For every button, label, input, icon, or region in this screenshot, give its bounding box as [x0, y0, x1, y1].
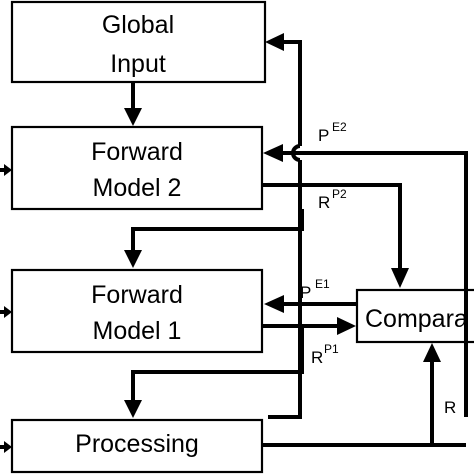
- processing-box: Processing: [10, 418, 264, 474]
- left-input-fm1: [0, 306, 12, 318]
- arrow-right-to-fm2: [263, 144, 468, 417]
- global-input-box: Global Input: [10, 0, 267, 84]
- signal-label-rp1: R P1: [311, 342, 339, 367]
- signal-r-base: R: [444, 398, 456, 417]
- signal-label-r: R: [444, 398, 456, 417]
- signal-rp2-base: R: [318, 193, 330, 212]
- arrow-rp2-to-comparator: [262, 183, 409, 288]
- signal-pe2-sup: E2: [332, 120, 347, 134]
- signal-label-pe2: P E2: [318, 120, 347, 145]
- forward-model-2-label-line2: Model 2: [93, 174, 182, 202]
- global-input-label-line2: Input: [110, 50, 166, 78]
- signal-rp2-sup: P2: [332, 187, 347, 201]
- signal-pe1-base: P: [300, 283, 311, 302]
- arrow-r-to-comparator: [262, 343, 466, 447]
- signal-pe1-sup: E1: [315, 277, 330, 291]
- signal-pe2-base: P: [318, 126, 329, 145]
- comparator-box: Compara: [355, 288, 474, 344]
- processing-label: Processing: [75, 430, 199, 458]
- signal-label-pe1: P E1: [300, 277, 330, 302]
- forward-model-2-label-line1: Forward: [91, 138, 183, 166]
- forward-model-1-box: Forward Model 1: [10, 268, 264, 354]
- left-input-fm2: [0, 164, 12, 176]
- signal-label-rp2: R P2: [318, 187, 347, 212]
- arrow-rp1-to-comparator: [262, 317, 356, 335]
- comparator-label: Compara: [365, 305, 468, 333]
- forward-model-1-label-line1: Forward: [91, 281, 183, 309]
- arrow-fm1-to-processing: [124, 326, 304, 418]
- arrow-pe1-to-fm1: [264, 295, 357, 313]
- forward-model-1-label-line2: Model 1: [93, 317, 182, 345]
- signal-rp1-base: R: [311, 348, 323, 367]
- arrow-pe2-to-global-input: [265, 33, 302, 419]
- global-input-label-line1: Global: [102, 11, 174, 39]
- arrow-global-to-fm2: [124, 82, 142, 126]
- left-input-processing: [0, 441, 12, 453]
- forward-model-2-box: Forward Model 2: [10, 125, 264, 211]
- signal-rp1-sup: P1: [324, 342, 339, 356]
- arrow-fm2-to-fm1: [124, 209, 304, 268]
